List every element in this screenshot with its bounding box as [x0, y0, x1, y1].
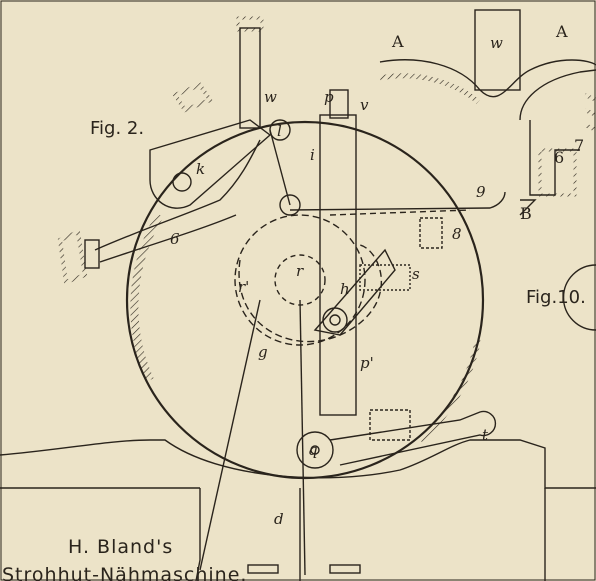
fig10-arm: [519, 69, 596, 121]
thumb-screw-left: [57, 229, 88, 285]
rod-9: [289, 191, 506, 211]
needle-bar: [319, 114, 357, 416]
label-k: k: [196, 160, 206, 178]
lever-k: [149, 119, 272, 209]
base-foot: [195, 488, 201, 581]
label-g: g: [258, 343, 268, 361]
label-B: B: [520, 204, 532, 223]
label-q: q: [308, 441, 318, 459]
label-A-left: A: [392, 32, 404, 51]
lever-t: [329, 410, 497, 466]
casing-hatched-rim: [130, 212, 164, 382]
label-r: r: [296, 262, 304, 280]
figure-2-caption: Fig. 2.: [90, 118, 145, 139]
cam-track: [238, 244, 382, 343]
label-w: w: [264, 88, 277, 106]
pulley-q: [296, 431, 334, 469]
label-7-fig10: 7: [574, 136, 585, 155]
fig10-pressure-foot-w: [474, 9, 521, 91]
label-l: l: [277, 122, 282, 140]
label-9: 9: [476, 183, 486, 201]
thumb-screw-top: [171, 82, 214, 113]
label-i: i: [310, 146, 315, 164]
label-s: s: [412, 265, 420, 283]
label-8: 8: [452, 225, 462, 243]
label-h: h: [340, 280, 350, 298]
plate-title-line2: Strohhut-Nähmaschine.: [2, 564, 248, 581]
post-w: [239, 27, 261, 129]
machine-casing: [125, 120, 485, 480]
plate-title-line1: H. Bland's: [68, 536, 174, 558]
label-v: v: [360, 96, 369, 114]
fig10-wheel-edge: [562, 264, 596, 331]
label-t: t: [482, 426, 489, 444]
label-d: d: [274, 510, 284, 528]
thumb-screws-bottom: [247, 564, 361, 574]
label-w-fig10: w: [490, 34, 503, 52]
label-r-prime: r': [238, 278, 250, 296]
label-6: 6: [170, 230, 180, 248]
label-A-right: A: [556, 22, 568, 41]
cam-wheel: [234, 214, 366, 346]
machine-base: [0, 439, 596, 489]
label-6-fig10: 6: [554, 148, 565, 167]
label-p-prime: p': [360, 354, 374, 372]
label-p: p: [324, 88, 334, 106]
spring-8: [419, 217, 443, 249]
fig10-strip-A: [379, 59, 596, 98]
driving-rod-d: [199, 299, 261, 571]
figure-10-caption: Fig.10.: [526, 287, 586, 308]
arm-6: [94, 139, 261, 251]
spring-s: [359, 264, 411, 291]
link-h: [313, 248, 396, 336]
